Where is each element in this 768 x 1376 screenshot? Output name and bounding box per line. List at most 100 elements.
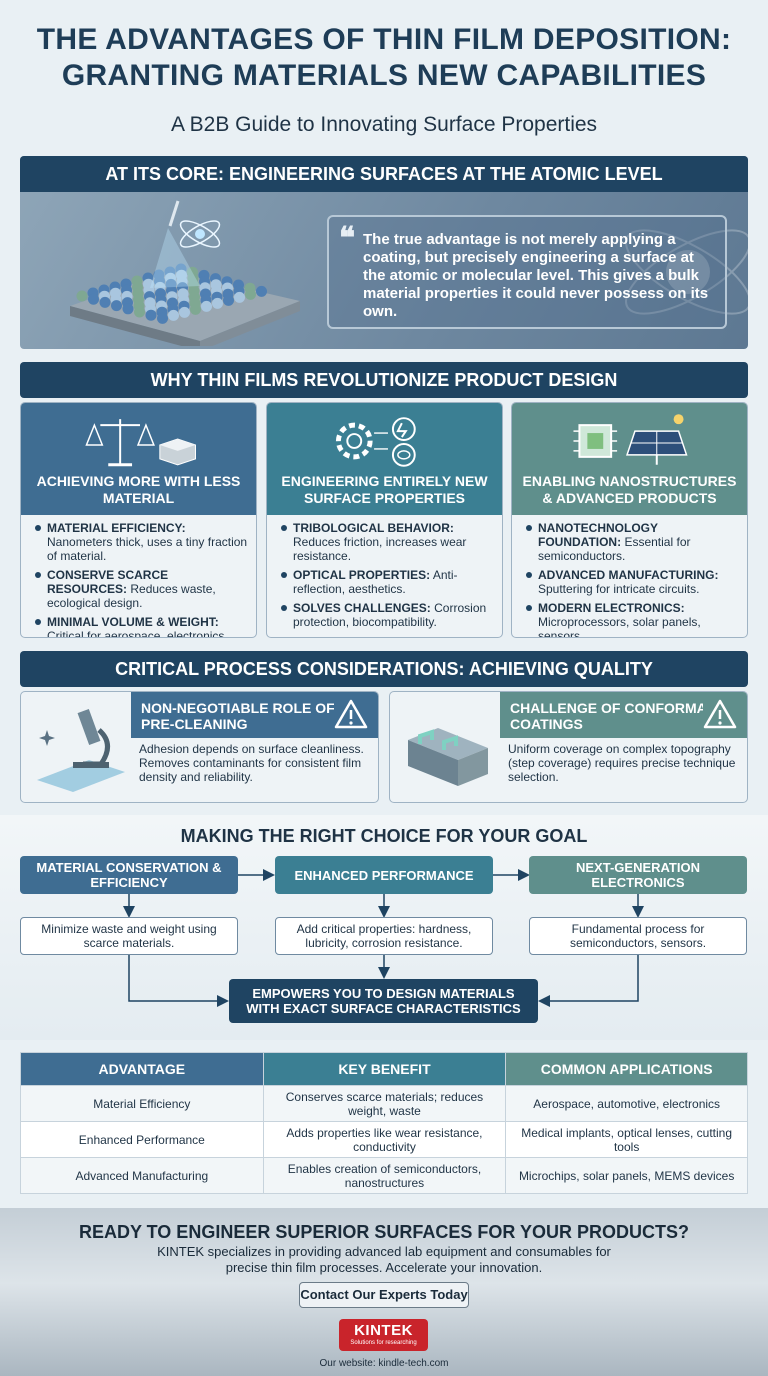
table-row: Material Efficiency Conserves scarce mat… (20, 1085, 748, 1122)
card-title: ENABLING NANOSTRUCTURES & ADVANCED PRODU… (522, 473, 737, 506)
crit-title: CHALLENGE OF CONFORMAL COATINGS (510, 700, 716, 732)
atom-dot (212, 297, 223, 309)
atom-dot (157, 312, 168, 324)
atom-dot (134, 306, 145, 318)
column-header: ADVANTAGE (20, 1052, 264, 1086)
atom-dot (223, 294, 234, 306)
microscope-icon (37, 708, 125, 792)
atom-dot (201, 300, 212, 312)
page-title: THE ADVANTAGES OF THIN FILM DEPOSITION: … (0, 22, 768, 94)
table-cell: Conserves scarce materials; reduces weig… (262, 1085, 507, 1122)
item-term: Minimal volume & weight: (47, 615, 219, 629)
atom-orbit-icon (625, 229, 748, 315)
item-text: Reduces waste, ecological design. (47, 582, 216, 610)
item-term: Modern electronics: (538, 601, 685, 615)
list-item: Tribological behavior: Reduces friction,… (279, 521, 494, 563)
column-header: KEY BENEFIT (262, 1052, 507, 1086)
table-cell: Medical implants, optical lenses, cuttin… (505, 1121, 748, 1158)
crit-text: Adhesion depends on surface cleanliness.… (139, 742, 364, 784)
item-term: Optical properties: (293, 568, 431, 582)
crit-text: Uniform coverage on complex topography (… (508, 742, 736, 784)
table-cell: Adds properties like wear resistance, co… (262, 1121, 507, 1158)
atom-dot (245, 288, 256, 300)
table-row: Advanced Manufacturing Enables creation … (20, 1157, 748, 1194)
item-text: Sputtering for intricate circuits. (538, 582, 700, 596)
table-cell: Enables creation of semiconductors, nano… (262, 1157, 507, 1194)
item-term: Advanced manufacturing: (538, 568, 719, 582)
item-text: Reduces friction, increases wear resista… (293, 535, 467, 563)
conformal-coatings-box: CHALLENGE OF CONFORMAL COATINGS Uniform … (389, 691, 748, 803)
kintek-logo[interactable]: KINTEK Solutions for researching (339, 1319, 428, 1351)
table-cell: Material Efficiency (20, 1085, 264, 1122)
atom-dot (190, 303, 201, 315)
core-quote: The true advantage is not merely applyin… (363, 231, 709, 320)
scale-icon (85, 419, 197, 467)
card-title: ENGINEERING ENTIRELY NEW SURFACE PROPERT… (281, 473, 488, 506)
result-box: EMPOWERS YOU TO DESIGN MATERIALS WITH EX… (229, 979, 538, 1023)
item-text: Nanometers thick, uses a tiny fraction o… (47, 535, 248, 563)
item-text: Microprocessors, solar panels, sensors. (538, 615, 701, 638)
list-item: Conserve scarce resources: Reduces waste… (33, 568, 248, 610)
cta-title: READY TO ENGINEER SUPERIOR SURFACES FOR … (78, 1222, 690, 1242)
column-header: COMMON APPLICATIONS (505, 1052, 748, 1086)
table-cell: Aerospace, automotive, electronics (505, 1085, 748, 1122)
atom-dot (256, 285, 267, 297)
atom-dot (168, 309, 179, 321)
advantages-table: ADVANTAGE KEY BENEFIT COMMON APPLICATION… (20, 1052, 748, 1194)
list-item: Modern electronics: Microprocessors, sol… (524, 601, 739, 638)
cta-text: KINTEK specializes in providing advanced… (157, 1244, 611, 1275)
goal-description: Fundamental process for semiconductors, … (529, 917, 747, 955)
core-section: AT ITS CORE: ENGINEERING SURFACES AT THE… (20, 156, 748, 349)
item-text: Anti-reflection, aesthetics. (293, 568, 458, 596)
atom-dot (88, 293, 99, 305)
list-item: Minimal volume & weight: Critical for ae… (33, 615, 248, 637)
warning-icon (703, 698, 737, 730)
logo-wordmark: KINTEK (354, 1322, 413, 1339)
card-header: ENABLING NANOSTRUCTURES & ADVANCED PRODU… (512, 403, 747, 515)
core-quote-box: ❝ The true advantage is not merely apply… (327, 215, 727, 329)
cta-section: READY TO ENGINEER SUPERIOR SURFACES FOR … (0, 1208, 768, 1376)
item-term: Material efficiency: (47, 521, 186, 535)
goal-description: Add critical properties: hardness, lubri… (275, 917, 493, 955)
page-subtitle: A B2B Guide to Innovating Surface Proper… (170, 113, 598, 136)
core-heading: AT ITS CORE: ENGINEERING SURFACES AT THE… (20, 156, 748, 192)
list-item: Advanced manufacturing: Sputtering for i… (524, 568, 739, 596)
table-cell: Microchips, solar panels, MEMS devices (505, 1157, 748, 1194)
title-line-1: THE ADVANTAGES OF THIN FILM DEPOSITION: (36, 23, 732, 56)
step-coverage-icon (408, 728, 488, 786)
table-cell: Advanced Manufacturing (20, 1157, 264, 1194)
goal-description: Minimize waste and weight using scarce m… (20, 917, 238, 955)
table-row: Enhanced Performance Adds properties lik… (20, 1121, 748, 1158)
quote-mark-icon: ❝ (339, 221, 356, 256)
website-link[interactable]: Our website: kindle-tech.com (319, 1358, 449, 1369)
card-list: Tribological behavior: Reduces friction,… (279, 521, 494, 634)
goal-material-conservation: MATERIAL CONSERVATION & EFFICIENCY (20, 856, 238, 894)
atom-dot (234, 291, 245, 303)
list-item: Solves challenges: Corrosion protection,… (279, 601, 494, 629)
critical-heading: CRITICAL PROCESS CONSIDERATIONS: ACHIEVI… (20, 651, 748, 687)
atom-dot (145, 309, 157, 321)
card-list: Material efficiency: Nanometers thick, u… (33, 521, 248, 637)
atom-dot (99, 296, 111, 308)
table-cell: Enhanced Performance (20, 1121, 264, 1158)
contact-experts-button[interactable]: Contact Our Experts Today (299, 1282, 469, 1308)
item-text: Corrosion protection, biocompatibility. (293, 601, 487, 629)
goal-next-gen-electronics: NEXT-GENERATION ELECTRONICS (529, 856, 747, 894)
atom-dot (122, 303, 134, 315)
chip-icon (573, 414, 688, 465)
why-heading: WHY THIN FILMS REVOLUTIONIZE PRODUCT DES… (20, 362, 748, 398)
atomic-lattice-icon (70, 200, 300, 346)
atom-dot (76, 290, 88, 302)
card-title: ACHIEVING MORE WITH LESS MATERIAL (36, 473, 241, 506)
item-term: Conserve scarce resources: (47, 568, 169, 596)
card-header: ENGINEERING ENTIRELY NEW SURFACE PROPERT… (267, 403, 502, 515)
pre-cleaning-box: NON-NEGOTIABLE ROLE OF PRE-CLEANING Adhe… (20, 691, 379, 803)
card-list: Nanotechnology foundation: Essential for… (524, 521, 739, 638)
gear-icon (335, 417, 416, 467)
item-text: Essential for semiconductors. (538, 535, 691, 563)
list-item: Optical properties: Anti-reflection, aes… (279, 568, 494, 596)
goal-enhanced-performance: ENHANCED PERFORMANCE (275, 856, 493, 894)
warning-icon (334, 698, 368, 730)
item-term: Nanotechnology foundation: (538, 521, 658, 549)
